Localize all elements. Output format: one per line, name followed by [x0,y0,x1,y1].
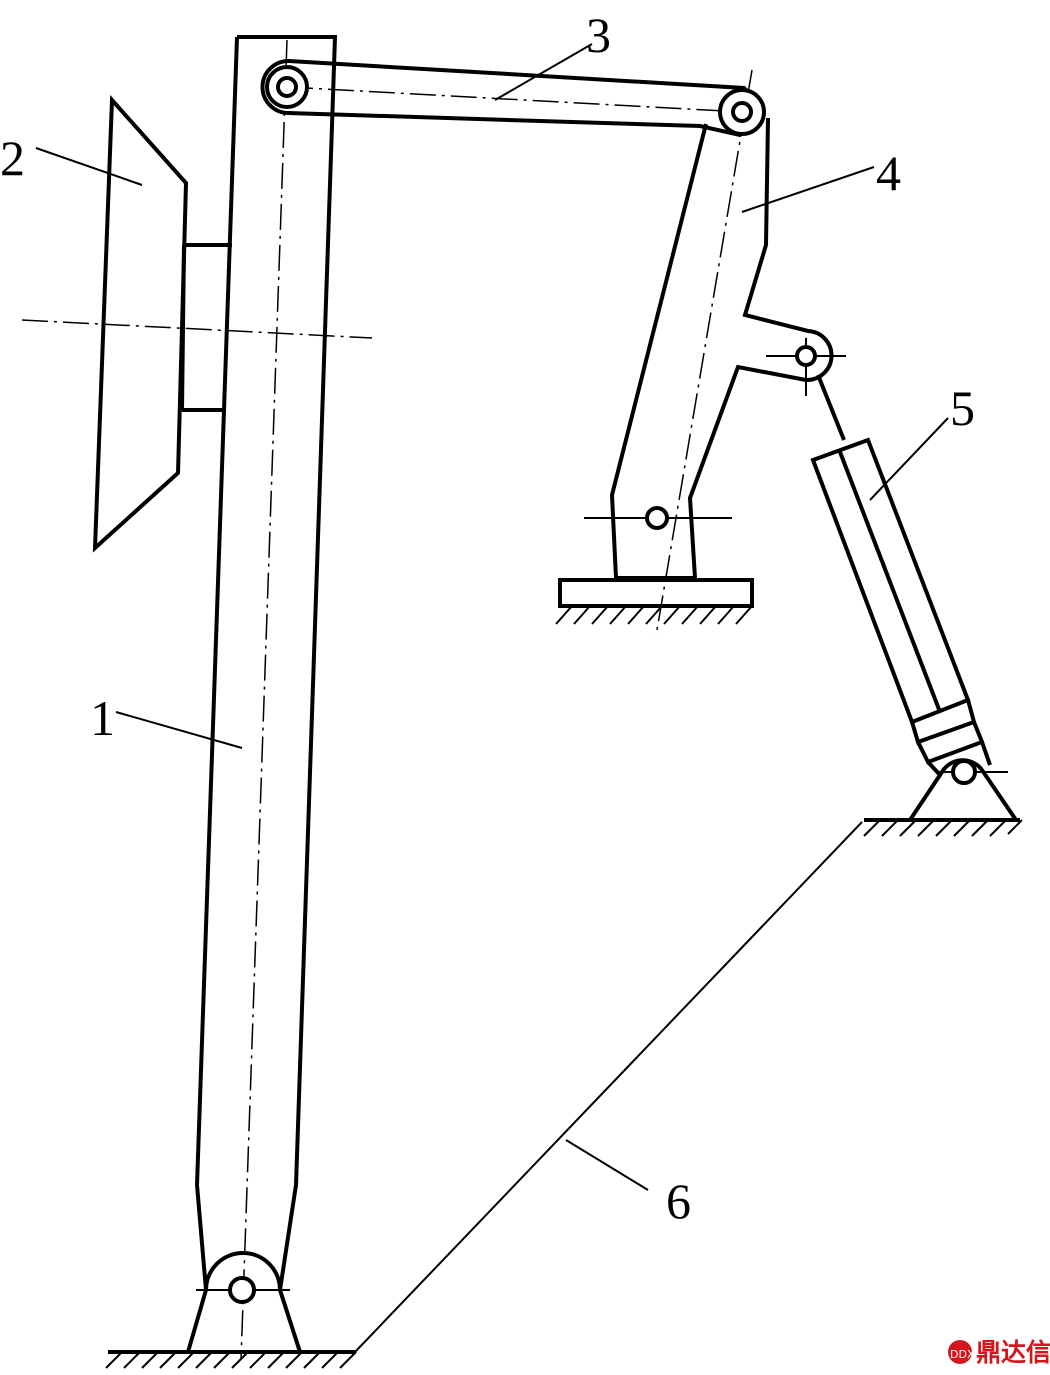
cylinder-5 [810,374,1018,822]
pin-cylinder [951,759,977,785]
blade-2 [21,94,373,553]
ground-6 [105,818,1023,1369]
label-4: 4 [876,145,901,201]
blade-2-mount [180,243,232,412]
label-5: 5 [950,380,975,436]
label-2: 2 [0,130,25,186]
svg-text:DDX: DDX [950,1348,975,1361]
label-3: 3 [586,7,611,63]
cylinder-5-inner-line [838,451,942,713]
link-3 [260,58,756,138]
ground-slope [354,821,863,1353]
pin-ear [795,345,817,367]
arm-1-body [194,35,338,1291]
watermark-logo-icon [948,1340,972,1364]
leader-3 [494,43,593,101]
leader-2 [35,147,143,186]
leader-6 [565,1139,649,1191]
pin-crank-pivot [645,506,669,530]
watermark-text: 鼎达信 [976,1338,1050,1367]
ground-hatch-left [105,1351,357,1369]
link-3-centerline [286,86,743,113]
leader-5 [869,417,949,501]
arm-1-centerline [240,39,288,1361]
arm-1-bottom-support [186,1251,302,1353]
cylinder-5-rod [816,374,846,441]
crank-base-hatch [555,605,753,625]
pin-top-left [276,76,298,98]
label-6: 6 [666,1173,691,1229]
pin-bottom [228,1276,256,1304]
crank-4 [555,69,846,637]
blade-2-centerline [21,319,373,339]
link-3-body [260,58,756,138]
blade-2-body [92,94,189,553]
label-1: 1 [90,690,115,746]
crank-4-centerline [655,69,753,637]
ground-hatch-right [863,819,1023,837]
leader-4 [741,166,875,213]
arm-1 [186,35,338,1361]
watermark: DDX 鼎达信 [948,1338,1050,1367]
crank-4-base [558,578,754,608]
cylinder-5-end-cap [910,699,992,777]
pin-crank-top [731,101,753,123]
crank-4-body [609,117,834,580]
leader-1 [115,711,243,749]
leader-lines [35,43,949,1191]
